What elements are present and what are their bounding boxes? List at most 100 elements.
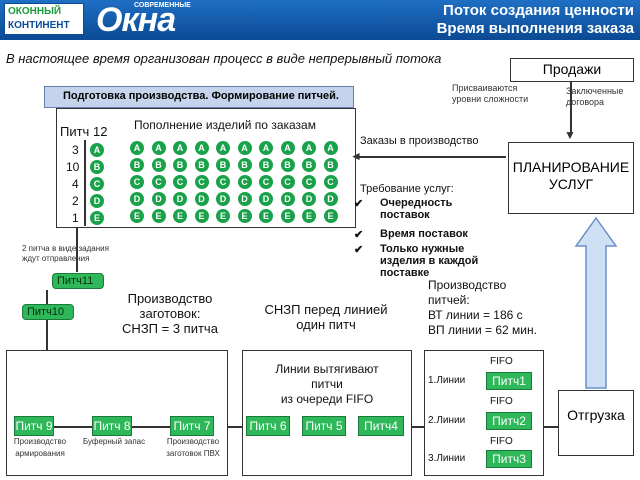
label-pvc-blanks: Производство заготовок ПВХ <box>166 437 220 458</box>
grid-cell: E <box>302 209 316 223</box>
grid-cell: D <box>323 192 338 206</box>
lines-block-title: Линии вытягивают питчи из очереди FIFO <box>250 362 404 407</box>
left-cell-d: D <box>90 194 104 208</box>
grid-cell: D <box>130 192 144 206</box>
grid-cell: D <box>280 192 295 206</box>
grid-cell: E <box>280 209 295 223</box>
shipment-box: Отгрузка <box>558 390 634 456</box>
pitch-list-header: Питч 12 <box>60 124 107 139</box>
pitch-9-to-8-line <box>54 426 92 428</box>
pitch-production-line2: питчей: <box>428 293 470 307</box>
grid-cell: E <box>194 209 209 223</box>
grid-cell: D <box>237 192 252 206</box>
pitch-value-1: 3 <box>72 143 79 157</box>
fifo-label-1: FIFO <box>490 356 513 367</box>
intro-text: В настоящее время организован процесс в … <box>6 51 442 66</box>
grid-cell: E <box>259 209 273 223</box>
logo-okna-small: СОВРЕМЕННЫЕ <box>134 2 191 9</box>
grid-cell: D <box>302 192 316 206</box>
fifo-to-shipment-line <box>544 426 558 428</box>
pitch-5: Питч 5 <box>302 416 346 436</box>
check-icon-0: ✔ <box>354 198 364 210</box>
grid-cell: C <box>259 175 273 189</box>
waiting-pitch-10: Питч10 <box>22 304 74 320</box>
contracts-note: Заключенные договора <box>566 86 624 107</box>
grid-cell: E <box>216 209 230 223</box>
grid-cell: C <box>194 175 209 189</box>
grid-cell: C <box>173 175 187 189</box>
grid-cell: B <box>130 158 144 172</box>
pitch-label: Питч <box>60 124 90 139</box>
requirement-item-0: Очередность поставок <box>380 197 453 221</box>
pitch-3: Питч3 <box>486 450 532 468</box>
grid-cell: B <box>280 158 295 172</box>
logo-okna: Окна <box>96 1 176 39</box>
orders-label: Заказы в производство <box>360 135 479 147</box>
header-title-line2: Время выполнения заказа <box>436 20 634 37</box>
sales-arrowhead-icon: ▼ <box>564 128 576 142</box>
pitch-8-to-7-line <box>132 426 170 428</box>
grid-cell: B <box>259 158 273 172</box>
grid-cell: B <box>216 158 230 172</box>
grid-cell: E <box>173 209 187 223</box>
left-column-line <box>84 140 86 226</box>
pitch-value-2: 10 <box>66 160 80 174</box>
grid-cell: C <box>302 175 316 189</box>
grid-cell: B <box>302 158 316 172</box>
grid-cell: C <box>280 175 295 189</box>
header-bar <box>0 0 640 40</box>
requirements-title: Требование услуг: <box>360 183 454 195</box>
bottom-left-to-lines-line <box>228 426 242 428</box>
grid-cell: E <box>323 209 338 223</box>
fifo-label-2: FIFO <box>490 396 513 407</box>
grid-cell: A <box>302 141 316 155</box>
left-cell-c: C <box>90 177 104 191</box>
grid-cell: E <box>237 209 252 223</box>
bottom-left-block <box>6 350 228 476</box>
pitch-production-line4: ВП линии = 62 мин. <box>428 323 537 337</box>
orders-arrow-line <box>356 156 506 158</box>
grid-cell: D <box>259 192 273 206</box>
grid-cell: A <box>259 141 273 155</box>
blanks-production-line3: СНЗП = 3 питча <box>122 321 218 336</box>
grid-cell: A <box>151 141 166 155</box>
left-cell-e: E <box>90 211 104 225</box>
lines-title-line3: из очереди FIFO <box>280 392 374 406</box>
grid-cell: A <box>323 141 338 155</box>
pitch-value-3: 4 <box>72 177 79 191</box>
grid-cell: C <box>151 175 166 189</box>
prep-box <box>56 108 356 228</box>
pitch-8: Питч 8 <box>92 416 132 436</box>
pitch-9: Питч 9 <box>14 416 54 436</box>
lines-to-fifo-line <box>412 426 424 428</box>
header-title-line1: Поток создания ценности <box>443 2 634 19</box>
grid-cell: A <box>216 141 230 155</box>
complexity-note: Присваиваются уровни сложности <box>452 83 529 104</box>
waiting-to-bottom-line <box>46 320 48 350</box>
pitch-4: Питч4 <box>358 416 404 436</box>
waiting-pitch-11: Питч11 <box>52 273 104 289</box>
label-reinforcement: Производство армирования <box>13 437 67 458</box>
grid-cell: B <box>237 158 252 172</box>
grid-cell: C <box>216 175 230 189</box>
orders-arrowhead-icon: ◄ <box>350 149 362 163</box>
check-icon-1: ✔ <box>354 229 364 241</box>
grid-cell: A <box>237 141 252 155</box>
pitch-value-0: 12 <box>92 124 108 139</box>
replenish-title: Пополнение изделий по заказам <box>134 118 316 132</box>
grid-cell: B <box>323 158 338 172</box>
grid-cell: A <box>194 141 209 155</box>
blanks-production-line2: заготовок: <box>139 306 201 321</box>
grid-cell: D <box>173 192 187 206</box>
line-label-1: 1.Линии <box>428 375 466 386</box>
grid-cell: B <box>151 158 166 172</box>
prep-title: Подготовка производства. Формирование пи… <box>44 86 354 108</box>
waiting-note: 2 питча в виде задания ждут отправления <box>22 244 109 263</box>
grid-cell: A <box>280 141 295 155</box>
logo-line1: ОКОННЫЙ <box>8 6 62 17</box>
sales-box: Продажи <box>510 58 634 82</box>
pitch-value-5: 1 <box>72 211 79 225</box>
grid-cell: C <box>130 175 144 189</box>
lines-title-line2: питчи <box>311 377 343 391</box>
planning-box: ПЛАНИРОВАНИЕ УСЛУГ <box>508 142 634 214</box>
